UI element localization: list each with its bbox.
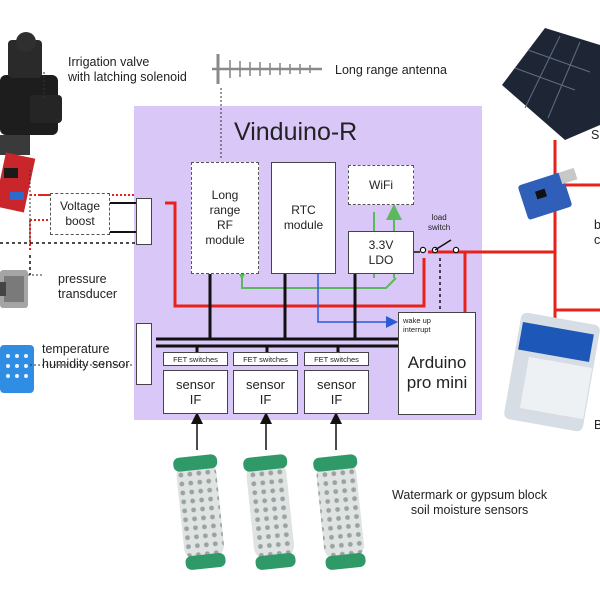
connector-top bbox=[136, 198, 152, 245]
sensor-if-2: sensor IF bbox=[233, 370, 298, 414]
temp-humidity-label: temperature humidity sensor bbox=[42, 342, 130, 371]
sensor-if-3: sensor IF bbox=[304, 370, 369, 414]
solenoid-valve-icon bbox=[0, 32, 62, 155]
antenna-label: Long range antenna bbox=[335, 63, 447, 77]
board-title: Vinduino-R bbox=[234, 118, 358, 146]
wifi-module: WiFi bbox=[348, 165, 414, 205]
solar-panel-icon bbox=[502, 28, 600, 140]
arduino-label: Arduino pro mini bbox=[406, 352, 468, 392]
irrigation-valve-label: Irrigation valve with latching solenoid bbox=[68, 55, 187, 84]
charger-board-icon bbox=[518, 167, 578, 220]
motor-driver-board-icon bbox=[0, 152, 36, 213]
antenna-icon bbox=[212, 54, 322, 84]
fet-switches-3: FET switches bbox=[304, 352, 369, 366]
arduino-pro-mini: wake up interrupt Arduino pro mini bbox=[398, 312, 476, 415]
charger-label-partial: b c bbox=[594, 218, 600, 247]
voltage-boost-box: Voltage boost bbox=[50, 193, 110, 235]
wake-up-interrupt-label: wake up interrupt bbox=[403, 316, 431, 334]
fet-switches-2: FET switches bbox=[233, 352, 298, 366]
soil-moisture-sensor-icon bbox=[173, 454, 366, 570]
lora-module: Long range RF module bbox=[191, 162, 259, 274]
pressure-transducer-icon bbox=[0, 270, 28, 308]
temp-humidity-sensor-icon bbox=[0, 345, 34, 393]
moisture-sensors-label: Watermark or gypsum block soil moisture … bbox=[392, 488, 548, 517]
battery-label-partial: B bbox=[594, 418, 600, 432]
sensor-if-1: sensor IF bbox=[163, 370, 228, 414]
battery-icon bbox=[504, 312, 600, 432]
connector-bottom bbox=[136, 323, 152, 385]
fet-switches-1: FET switches bbox=[163, 352, 228, 366]
load-switch-label: load switch bbox=[428, 213, 451, 232]
solar-label-partial: S bbox=[591, 128, 600, 142]
pressure-transducer-label: pressure transducer bbox=[58, 272, 118, 301]
ldo-regulator: 3.3V LDO bbox=[348, 231, 414, 274]
rtc-module: RTC module bbox=[271, 162, 336, 274]
